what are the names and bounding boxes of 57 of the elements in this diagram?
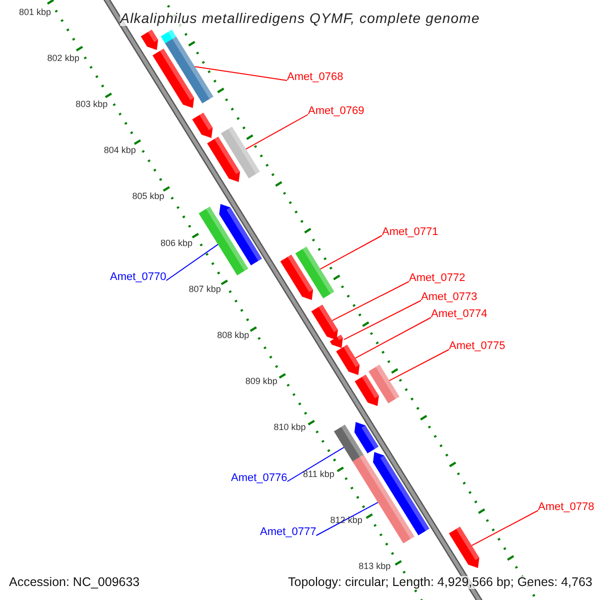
leader-line <box>332 281 410 322</box>
leader-line <box>316 502 378 536</box>
leader-line <box>194 66 288 81</box>
scale-label: 804 kbp <box>104 146 136 156</box>
gene-block <box>220 126 260 178</box>
leader-line <box>245 114 308 150</box>
gene-block <box>140 30 158 50</box>
scale-label: 813 kbp <box>358 562 391 571</box>
scale-label: 812 kbp <box>330 516 362 525</box>
leader-line <box>344 300 422 340</box>
gene-block <box>330 334 343 348</box>
gene-block <box>373 452 430 536</box>
gene-label: Amet_0776 <box>231 472 288 484</box>
gene-block <box>295 246 334 298</box>
gene-block <box>354 374 379 406</box>
gene-block <box>219 204 262 266</box>
footer-text: Topology: circular; Length: 4,929,566 bp; Genes: 4,763 <box>288 576 592 588</box>
scale-label: 807 kbp <box>188 284 221 294</box>
leader-line <box>388 349 450 382</box>
scale-label: 810 kbp <box>274 423 306 432</box>
gene-label: Amet_0774 <box>431 308 488 320</box>
scale-label: 803 kbp <box>76 100 108 109</box>
gene-block <box>334 424 365 464</box>
footer-text: Accession: NC_009633 <box>9 576 140 588</box>
gene-label: Amet_0770 <box>110 272 166 282</box>
gene-block <box>198 206 248 276</box>
scale-label: 805 kbp <box>132 192 164 202</box>
gene-block <box>192 112 213 138</box>
gene-label: Amet_0769 <box>308 106 364 116</box>
scale-label: 808 kbp <box>217 330 250 340</box>
leader-line <box>471 510 538 546</box>
gene-label: Amet_0772 <box>409 272 466 284</box>
gene-block <box>311 304 338 340</box>
gene-label: Amet_0773 <box>421 292 478 302</box>
gene-label: Amet_0778 <box>538 502 594 512</box>
leader-line <box>286 446 344 482</box>
scale-label: 801 kbp <box>19 8 52 16</box>
scale-label: 811 kbp <box>303 470 334 478</box>
gene-block <box>165 36 214 104</box>
gene-block <box>280 254 314 300</box>
gene-block <box>448 526 480 568</box>
gene-block <box>336 344 360 375</box>
gene-block <box>354 422 379 454</box>
scale-label: 809 kbp <box>245 377 278 386</box>
gene-block <box>152 48 194 108</box>
leader-line <box>320 235 382 270</box>
leader-line <box>354 317 432 359</box>
scale-label: 806 kbp <box>160 238 193 248</box>
map-title: Alkaliphilus metalliredigens QYMF, complete genome <box>120 10 480 26</box>
scale-label: 802 kbp <box>47 54 80 63</box>
gene-block <box>207 136 240 182</box>
gene-label: Amet_0768 <box>287 72 344 82</box>
gene-block <box>368 364 400 404</box>
gene-label: Amet_0775 <box>449 340 506 352</box>
gene-label: Amet_0771 <box>382 226 438 238</box>
gene-label: Amet_0777 <box>260 526 316 538</box>
leader-line <box>166 244 218 281</box>
